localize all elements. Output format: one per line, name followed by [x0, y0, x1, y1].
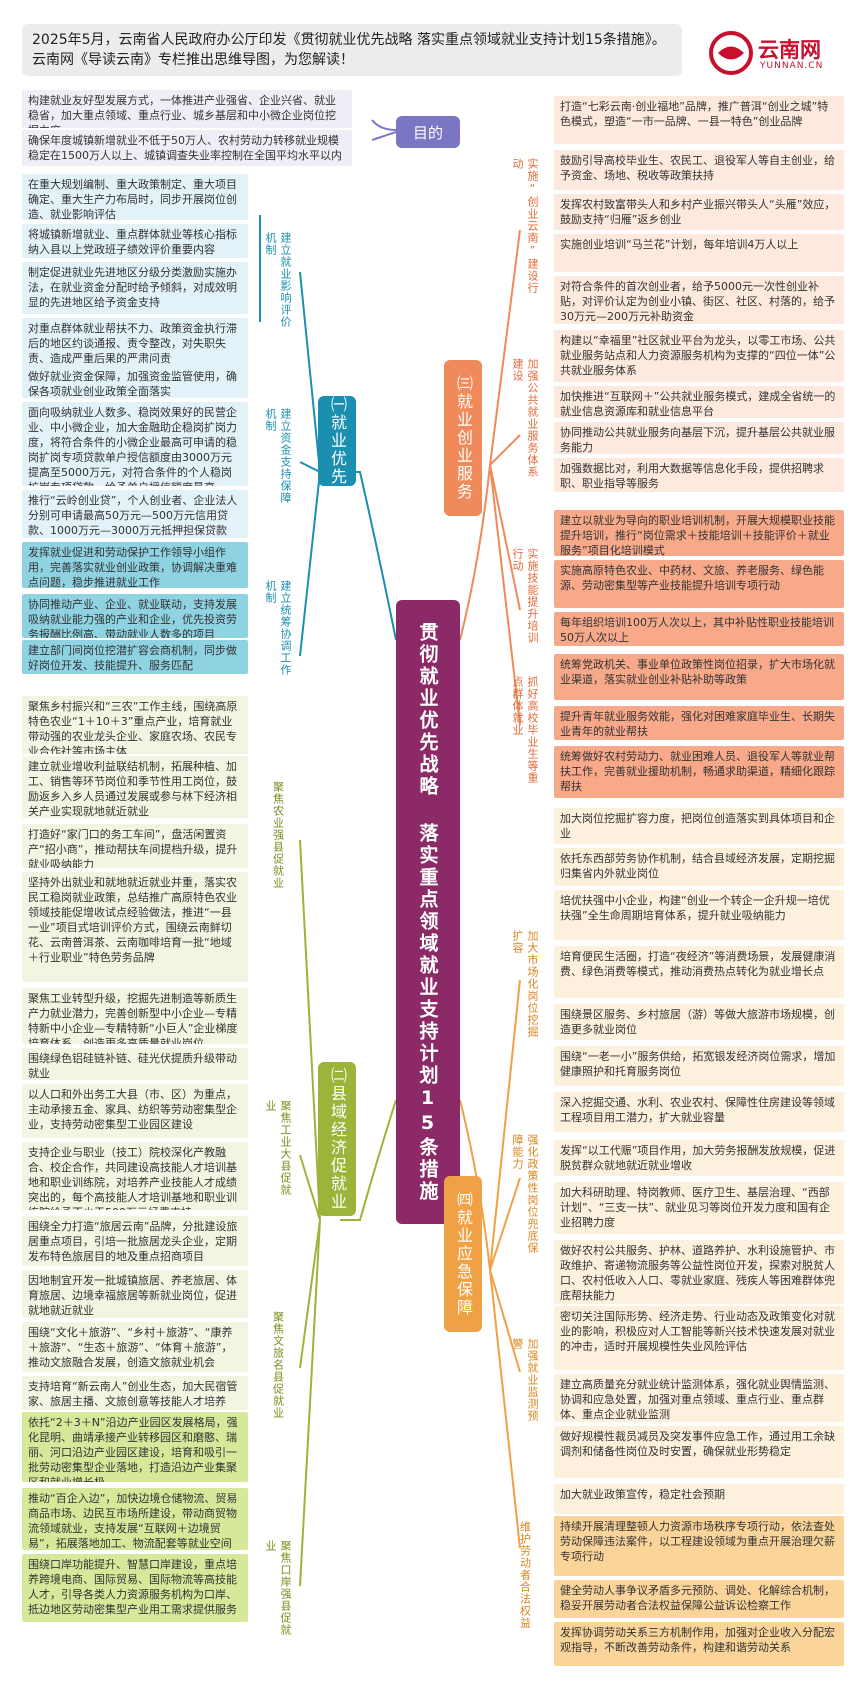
- leaf-item: 建立部门间岗位挖潜扩容会商机制，同步做好岗位开发、技能提升、服务匹配: [22, 640, 248, 674]
- leaf-item: 以人口和外出务工大县（市、区）为重点，主动承接五金、家具、纺织等劳动密集型企业，…: [22, 1084, 248, 1138]
- leaf-item: 培优扶强中小企业，构建“创业一个转企一企升规一培优扶强”全生命周期培育体系，提升…: [554, 890, 844, 940]
- group-label-r1: 实施“创业云南”建设行动: [511, 158, 539, 294]
- leaf-item: 建立高质量充分就业统计监测体系，强化就业舆情监测、协调和应急处置，加强对重点领域…: [554, 1374, 844, 1422]
- purpose-item: 确保年度城镇新增就业不低于50万人、农村劳动力转移就业规模稳定在1500万人以上…: [22, 130, 352, 166]
- leaf-item: 在重大规划编制、重大政策制定、重大项目确定、重大生产力布局时，同步开展岗位创造、…: [22, 174, 248, 220]
- leaf-item: 发挥就业促进和劳动保护工作领导小组作用，完善落实就业创业政策，协调解决重难点问题…: [22, 542, 248, 588]
- leaf-item: 推行“云岭创业贷”，个人创业者、企业法人分别可申请最高50万元—500万元信用贷…: [22, 490, 248, 538]
- leaf-item: 对符合条件的首次创业者，给予5000元一次性创业补贴，对评价认定为创业小镇、街区…: [554, 276, 844, 324]
- leaf-item: 围绕“文化＋旅游”、“乡村＋旅游”、“康养＋旅游”、“生态＋旅游”、“体育＋旅游…: [22, 1322, 248, 1372]
- leaf-item: 推动“百企入边”，加快边境仓储物流、贸易商品市场、边民互市场所建设，带动商贸物流…: [22, 1488, 248, 1550]
- leaf-item: 聚焦工业转型升级，挖掘先进制造等新质生产力就业潜力，完善创新型中小企业—专精特新…: [22, 988, 248, 1044]
- section-1: ㈠就业优先: [318, 396, 356, 486]
- purpose-item: 构建就业友好型发展方式，一体推进产业强省、企业兴省、就业稳省，加大重点领域、重点…: [22, 90, 352, 128]
- leaf-item: 做好农村公共服务、护林、道路养护、水利设施管护、市政维护、寄递物流服务等公益性岗…: [554, 1240, 844, 1304]
- leaf-item: 加强数据比对，利用大数据等信息化手段，提供招聘求职、职业指导等服务: [554, 458, 844, 492]
- leaf-item: 提升青年就业服务效能，强化对困难家庭毕业生、长期失业青年的就业帮扶: [554, 706, 844, 740]
- leaf-item: 制定促进就业先进地区分级分类激励实施办法，在就业资金分配时给予倾斜，对成效明显的…: [22, 262, 248, 314]
- section-4: ㈣就业应急保障: [444, 1176, 482, 1332]
- leaf-item: 每年组织培训100万人次以上，其中补贴性职业技能培训50万人次以上: [554, 612, 844, 646]
- logo-sub: YUNNAN.CN: [760, 61, 824, 71]
- leaf-item: 协同推动公共就业服务向基层下沉，提升基层公共就业服务能力: [554, 422, 844, 454]
- leaf-item: 深入挖掘交通、水利、农业农村、保障性住房建设等领域工程项目用工潜力，扩大就业容量: [554, 1092, 844, 1132]
- leaf-item: 发挥农村致富带头人和乡村产业振兴带头人“头雁”效应，鼓励支持“归雁”返乡创业: [554, 194, 844, 230]
- group-label-g2: 建立资金支持保障机制: [264, 408, 292, 504]
- logo-name: 云南网: [758, 38, 821, 62]
- group-label-g7: 聚焦口岸强县促就业: [264, 1540, 292, 1636]
- header-text: 2025年5月，云南省人民政府办公厅印发《贯彻就业优先战略 落实重点领域就业支持…: [32, 32, 666, 68]
- group-label-r5: 加大市场化岗位挖掘扩容: [511, 930, 539, 1038]
- section-2: ㈡县域经济促就业: [318, 1062, 356, 1216]
- leaf-item: 做好就业资金保障，加强资金监管使用，确保各项就业创业政策全面落实: [22, 366, 248, 398]
- leaf-item: 支持培育“新云南人”创业生态，加大民宿管家、旅居主播、文旅创意等技能人才培养: [22, 1376, 248, 1410]
- logo[interactable]: 云南网 YUNNAN.CN: [708, 24, 838, 80]
- group-label-r7: 加强就业监测预警: [511, 1338, 539, 1422]
- center-title: 贯彻就业优先战略 落实重点领域就业支持计划15条措施: [396, 600, 460, 1224]
- leaf-item: 统筹党政机关、事业单位政策性岗位招录，扩大市场化就业渠道，落实就业创业补贴补助等…: [554, 654, 844, 700]
- leaf-item: 发挥协调劳动关系三方机制作用，加强对企业收入分配宏观指导，不断改善劳动条件，构建…: [554, 1622, 844, 1666]
- leaf-item: 发挥“以工代赈”项目作用，加大劳务报酬发放规模，促进脱贫群众就地就近就业增收: [554, 1140, 844, 1176]
- logo-icon: [709, 31, 753, 75]
- leaf-item: 打造“七彩云南·创业福地”品牌，推广普洱“创业之城”特色模式，塑造“一市一品牌、…: [554, 96, 844, 144]
- group-label-r8: 维护劳动者合法权益: [518, 1521, 532, 1629]
- leaf-item: 将城镇新增就业、重点群体就业等核心指标纳入县以上党政班子绩效评价重要内容: [22, 224, 248, 258]
- leaf-item: 密切关注国际形势、经济走势、行业动态及政策变化对就业的影响，积极应对人工智能等新…: [554, 1306, 844, 1370]
- group-label-r4: 抓好高校毕业生等重点群体就业: [511, 676, 539, 784]
- leaf-item: 持续开展清理整顿人力资源市场秩序专项行动，依法查处劳动保障违法案件，以工程建设领…: [554, 1516, 844, 1576]
- leaf-item: 围绕全力打造“旅居云南”品牌，分批建设旅居重点项目，引培一批旅居龙头企业，定期发…: [22, 1216, 248, 1266]
- leaf-item: 因地制宜开发一批城镇旅居、养老旅居、体育旅居、边境幸福旅居等新就业岗位，促进就地…: [22, 1270, 248, 1318]
- leaf-item: 建立就业增收利益联结机制，拓展种植、加工、销售等环节岗位和季节性用工岗位，鼓励返…: [22, 756, 248, 818]
- leaf-item: 实施创业培训“马兰花”计划，每年培训4万人以上: [554, 234, 844, 272]
- leaf-item: 聚焦乡村振兴和“三农”工作主线，围绕高原特色农业“1＋10＋3”重点产业，培育就…: [22, 696, 248, 754]
- leaf-item: 加大岗位挖掘扩容力度，把岗位创造落实到具体项目和企业: [554, 808, 844, 844]
- leaf-item: 围绕绿色铝硅链补链、硅光伏提质升级带动就业: [22, 1048, 248, 1080]
- leaf-item: 实施高原特色农业、中药材、文旅、养老服务、绿色能源、劳动密集型等产业技能提升培训…: [554, 560, 844, 608]
- leaf-item: 围绕景区服务、乡村旅居（游）等做大旅游市场规模，创造更多就业岗位: [554, 1004, 844, 1040]
- leaf-item: 围绕口岸功能提升、智慧口岸建设，重点培养跨境电商、国际贸易、国际物流等高技能人才…: [22, 1554, 248, 1622]
- leaf-item: 鼓励引导高校毕业生、农民工、退役军人等自主创业，给予资金、场地、税收等政策扶持: [554, 150, 844, 190]
- leaf-item: 支持企业与职业（技工）院校深化产教融合、校企合作，共同建设高技能人才培训基地和职…: [22, 1142, 248, 1210]
- group-label-r2: 加强公共就业服务体系建设: [511, 358, 539, 478]
- group-label-r6: 强化政策性岗位兜底保障能力: [511, 1134, 539, 1254]
- leaf-item: 协同推动产业、企业、就业联动，支持发展吸纳就业能力强的产业和企业，优先投资劳务报…: [22, 594, 248, 638]
- leaf-item: 构建以“幸福里”社区就业平台为龙头，以零工市场、公共就业服务站点和人力资源服务机…: [554, 330, 844, 382]
- group-label-r3: 实施技能提升培训行动: [511, 548, 539, 644]
- purpose-node: 目的: [396, 116, 460, 148]
- leaf-item: 依托“2＋3＋N”沿边产业园区发展格局，强化昆明、曲靖承接产业转移园区和磨憨、瑞…: [22, 1412, 248, 1482]
- leaf-item: 加快推进“互联网＋”公共就业服务模式，建成全省统一的就业信息资源库和就业信息平台: [554, 386, 844, 418]
- header-banner: 2025年5月，云南省人民政府办公厅印发《贯彻就业优先战略 落实重点领域就业支持…: [22, 24, 682, 76]
- leaf-item: 围绕“一老一小”服务供给，拓宽银发经济岗位需求，增加健康照护和托育服务岗位: [554, 1046, 844, 1086]
- leaf-item: 依托东西部劳务协作机制，结合县域经济发展，定期挖掘归集省内外就业岗位: [554, 848, 844, 886]
- leaf-item: 打造好“家门口的务工车间”，盘活闲置资产“招小商”，推动帮扶车间提档升级，提升就…: [22, 824, 248, 868]
- leaf-item: 培育便民生活圈，打造“夜经济”等消费场景，发展健康消费、绿色消费等模式，推动消费…: [554, 946, 844, 998]
- group-label-g5: 聚焦工业大县促就业: [264, 1100, 292, 1196]
- leaf-item: 健全劳动人事争议矛盾多元预防、调处、化解综合机制，稳妥开展劳动者合法权益保障公益…: [554, 1580, 844, 1618]
- group-label-g1: 建立就业影响评价机制: [264, 232, 292, 328]
- leaf-item: 对重点群体就业帮扶不力、政策资金执行滞后的地区约谈通报、责令整改，对失职失责、造…: [22, 318, 248, 366]
- group-label-g4: 聚焦农业强县促就业: [271, 781, 285, 889]
- leaf-item: 加大就业政策宣传，稳定社会预期: [554, 1484, 844, 1514]
- leaf-item: 坚持外出就业和就地就近就业并重，落实农民工稳岗就业政策，总结推广高原特色农业领域…: [22, 872, 248, 982]
- leaf-item: 统筹做好农村劳动力、就业困难人员、退役军人等就业帮扶工作，完善就业援助机制，畅通…: [554, 746, 844, 798]
- leaf-item: 面向吸纳就业人数多、稳岗效果好的民营企业、中小微企业，加大金融助企稳岗扩岗力度，…: [22, 402, 248, 486]
- group-label-g3: 建立统筹协调工作机制: [264, 580, 292, 676]
- leaf-item: 建立以就业为导向的职业培训机制，开展大规模职业技能提升培训，推行“岗位需求＋技能…: [554, 510, 844, 556]
- leaf-item: 做好规模性裁员减员及突发事件应急工作，通过用工余缺调剂和储备性岗位及时安置，确保…: [554, 1426, 844, 1478]
- group-label-g6: 聚焦文旅名县促就业: [271, 1311, 285, 1419]
- section-3: ㈢就业创业服务: [444, 360, 482, 516]
- leaf-item: 加大科研助理、特岗教师、医疗卫生、基层治理、“西部计划”、“三支一扶”、就业见习…: [554, 1182, 844, 1234]
